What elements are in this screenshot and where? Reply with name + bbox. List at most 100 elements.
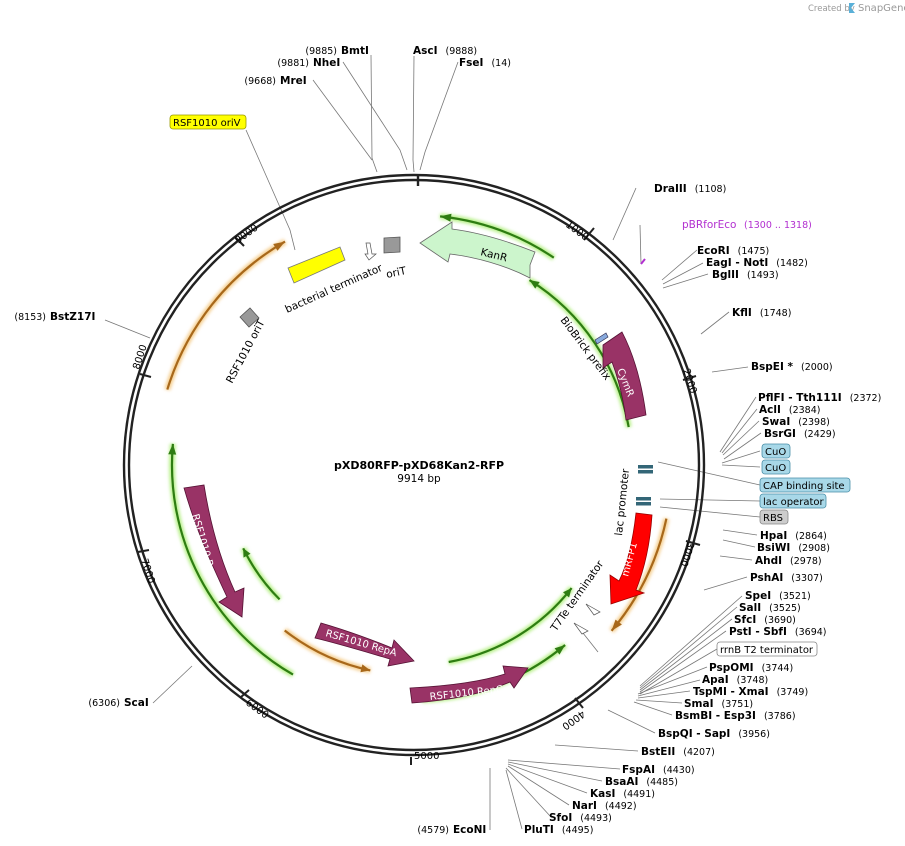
boxed-feature: CuO [761, 459, 791, 475]
orf-arrowhead [243, 548, 251, 558]
tick-marks [137, 227, 701, 765]
enzyme-leader-lines [104, 54, 762, 830]
tick-mark [234, 236, 245, 247]
enzyme-name: EcoNI [453, 824, 486, 836]
enzyme-name: SfoI [549, 812, 572, 824]
enzyme-site: PflFI - Tth111I(2372) [758, 392, 881, 404]
enzyme-position: (4430) [663, 765, 695, 776]
enzyme-position: (3751) [722, 699, 754, 710]
enzyme-site: BsrGI(2429) [764, 428, 836, 440]
enzyme-name: AclI [759, 404, 781, 416]
enzyme-name: ScaI [124, 697, 149, 709]
plasmid-length: 9914 bp [397, 473, 441, 485]
enzyme-site: SfoI(4493) [549, 812, 612, 824]
enzyme-position: (14) [491, 58, 511, 69]
orf-arrowhead [360, 664, 371, 673]
boxed-feature: lac operator [759, 493, 827, 509]
enzyme-position: (4495) [562, 825, 594, 836]
tick-label: 4000 [560, 708, 587, 732]
orf-arc [168, 443, 295, 678]
feature-kanr: KanR [419, 221, 536, 279]
enzyme-site: FspAI (4430) [622, 764, 695, 776]
enzyme-name: FspAI [622, 764, 655, 776]
enzyme-site: BstEII(4207) [641, 746, 715, 758]
enzyme-name: SwaI [762, 416, 790, 428]
enzyme-site: KflI (1748) [732, 307, 791, 319]
enzyme-name: BsaAI [605, 776, 638, 788]
primer-name: pBRforEco [682, 219, 736, 231]
tick-label: 9000 [233, 223, 260, 247]
feature-t7te-terminator: T7Te terminator [548, 558, 607, 635]
orf-arrowhead [554, 645, 566, 655]
lac-promoter-label: lac promoter [613, 468, 632, 537]
enzyme-position: (3694) [795, 627, 827, 638]
boxed-feature-label: CuO [765, 463, 786, 474]
enzyme-position: (3748) [737, 675, 769, 686]
tick-mark [139, 373, 152, 378]
enzyme-site: SalI(3525) [739, 602, 801, 614]
primer-range: (1300 .. 1318) [744, 220, 812, 231]
orf-arc [240, 546, 282, 602]
enzyme-name: BspEI * [751, 361, 794, 373]
enzyme-position: (2000) [801, 362, 833, 373]
enzyme-position: (2398) [798, 417, 830, 428]
boxed-feature-label: lac operator [763, 497, 824, 508]
enzyme-position: (4485) [646, 777, 678, 788]
enzyme-name: NarI [572, 800, 597, 812]
orf-arc [609, 517, 670, 633]
enzyme-site: BsiWI(2908) [757, 542, 830, 554]
enzyme-site: AscI(9888) [413, 45, 477, 57]
enzyme-site: (8153)BstZ17I [14, 311, 95, 323]
tick-mark [137, 549, 150, 553]
tick-label: 6000 [243, 698, 270, 722]
enzyme-position: (4491) [623, 789, 655, 800]
enzyme-name: KflI [732, 307, 752, 319]
t7te-arrow-icon [585, 603, 601, 616]
tick-label: 7000 [138, 558, 156, 586]
enzyme-site: SfcI(3690) [734, 614, 796, 626]
enzyme-position: (3521) [779, 591, 811, 602]
orit-arrow-icon [364, 242, 377, 261]
boxed-feature-label: rrnB T2 terminator [720, 645, 814, 656]
enzyme-position: (1748) [760, 308, 792, 319]
orf-arc [439, 213, 556, 261]
enzyme-site: AhdI(2978) [755, 555, 822, 567]
feature-rsf1010-orit: RSF1010 oriT [224, 307, 268, 385]
orf-arrowhead [563, 588, 572, 598]
enzyme-position: (4207) [683, 747, 715, 758]
enzyme-position: (9885) [305, 46, 337, 57]
enzyme-name: BspQI - SapI [658, 728, 730, 740]
enzyme-position: (4492) [605, 801, 637, 812]
enzyme-site: DraIII(1108) [654, 183, 726, 195]
snapgene-credit: Created by SnapGene [808, 3, 905, 14]
terminator-arrow-icon [573, 622, 589, 635]
enzyme-name: BglII [712, 269, 739, 281]
enzyme-name: DraIII [654, 183, 687, 195]
enzyme-name: PstI - SbfI [729, 626, 787, 638]
enzyme-position: (2429) [804, 429, 836, 440]
enzyme-name: SmaI [684, 698, 714, 710]
orf-arcs [164, 213, 670, 703]
enzyme-name: EagI - NotI [706, 257, 768, 269]
rsf1010-orit-label: RSF1010 oriT [224, 317, 268, 385]
orf-arrowhead [440, 213, 452, 222]
enzyme-labels: (9885)BmtI(9881)NheI(9668)MreIAscI(9888)… [14, 45, 881, 836]
enzyme-position: (3786) [764, 711, 796, 722]
boxed-feature: RBS [759, 509, 789, 525]
tick-label: 5000 [414, 751, 439, 762]
credit-prefix: Created by [808, 4, 855, 14]
boxed-feature-label: CAP binding site [763, 481, 845, 492]
enzyme-position: (1482) [776, 258, 808, 269]
enzyme-site: KasI(4491) [590, 788, 655, 800]
enzyme-position: (3749) [777, 687, 809, 698]
tick-mark [574, 697, 584, 709]
enzyme-name: AscI [413, 45, 438, 57]
enzyme-site: BsmBI - Esp3I(3786) [675, 710, 796, 722]
enzyme-name: HpaI [760, 530, 787, 542]
enzyme-site: SmaI (3751) [684, 698, 753, 710]
enzyme-name: NheI [313, 57, 340, 69]
feature-rsf1010-repc: RSF1010 RepC [409, 665, 529, 704]
enzyme-site: EcoRI(1475) [697, 245, 769, 257]
